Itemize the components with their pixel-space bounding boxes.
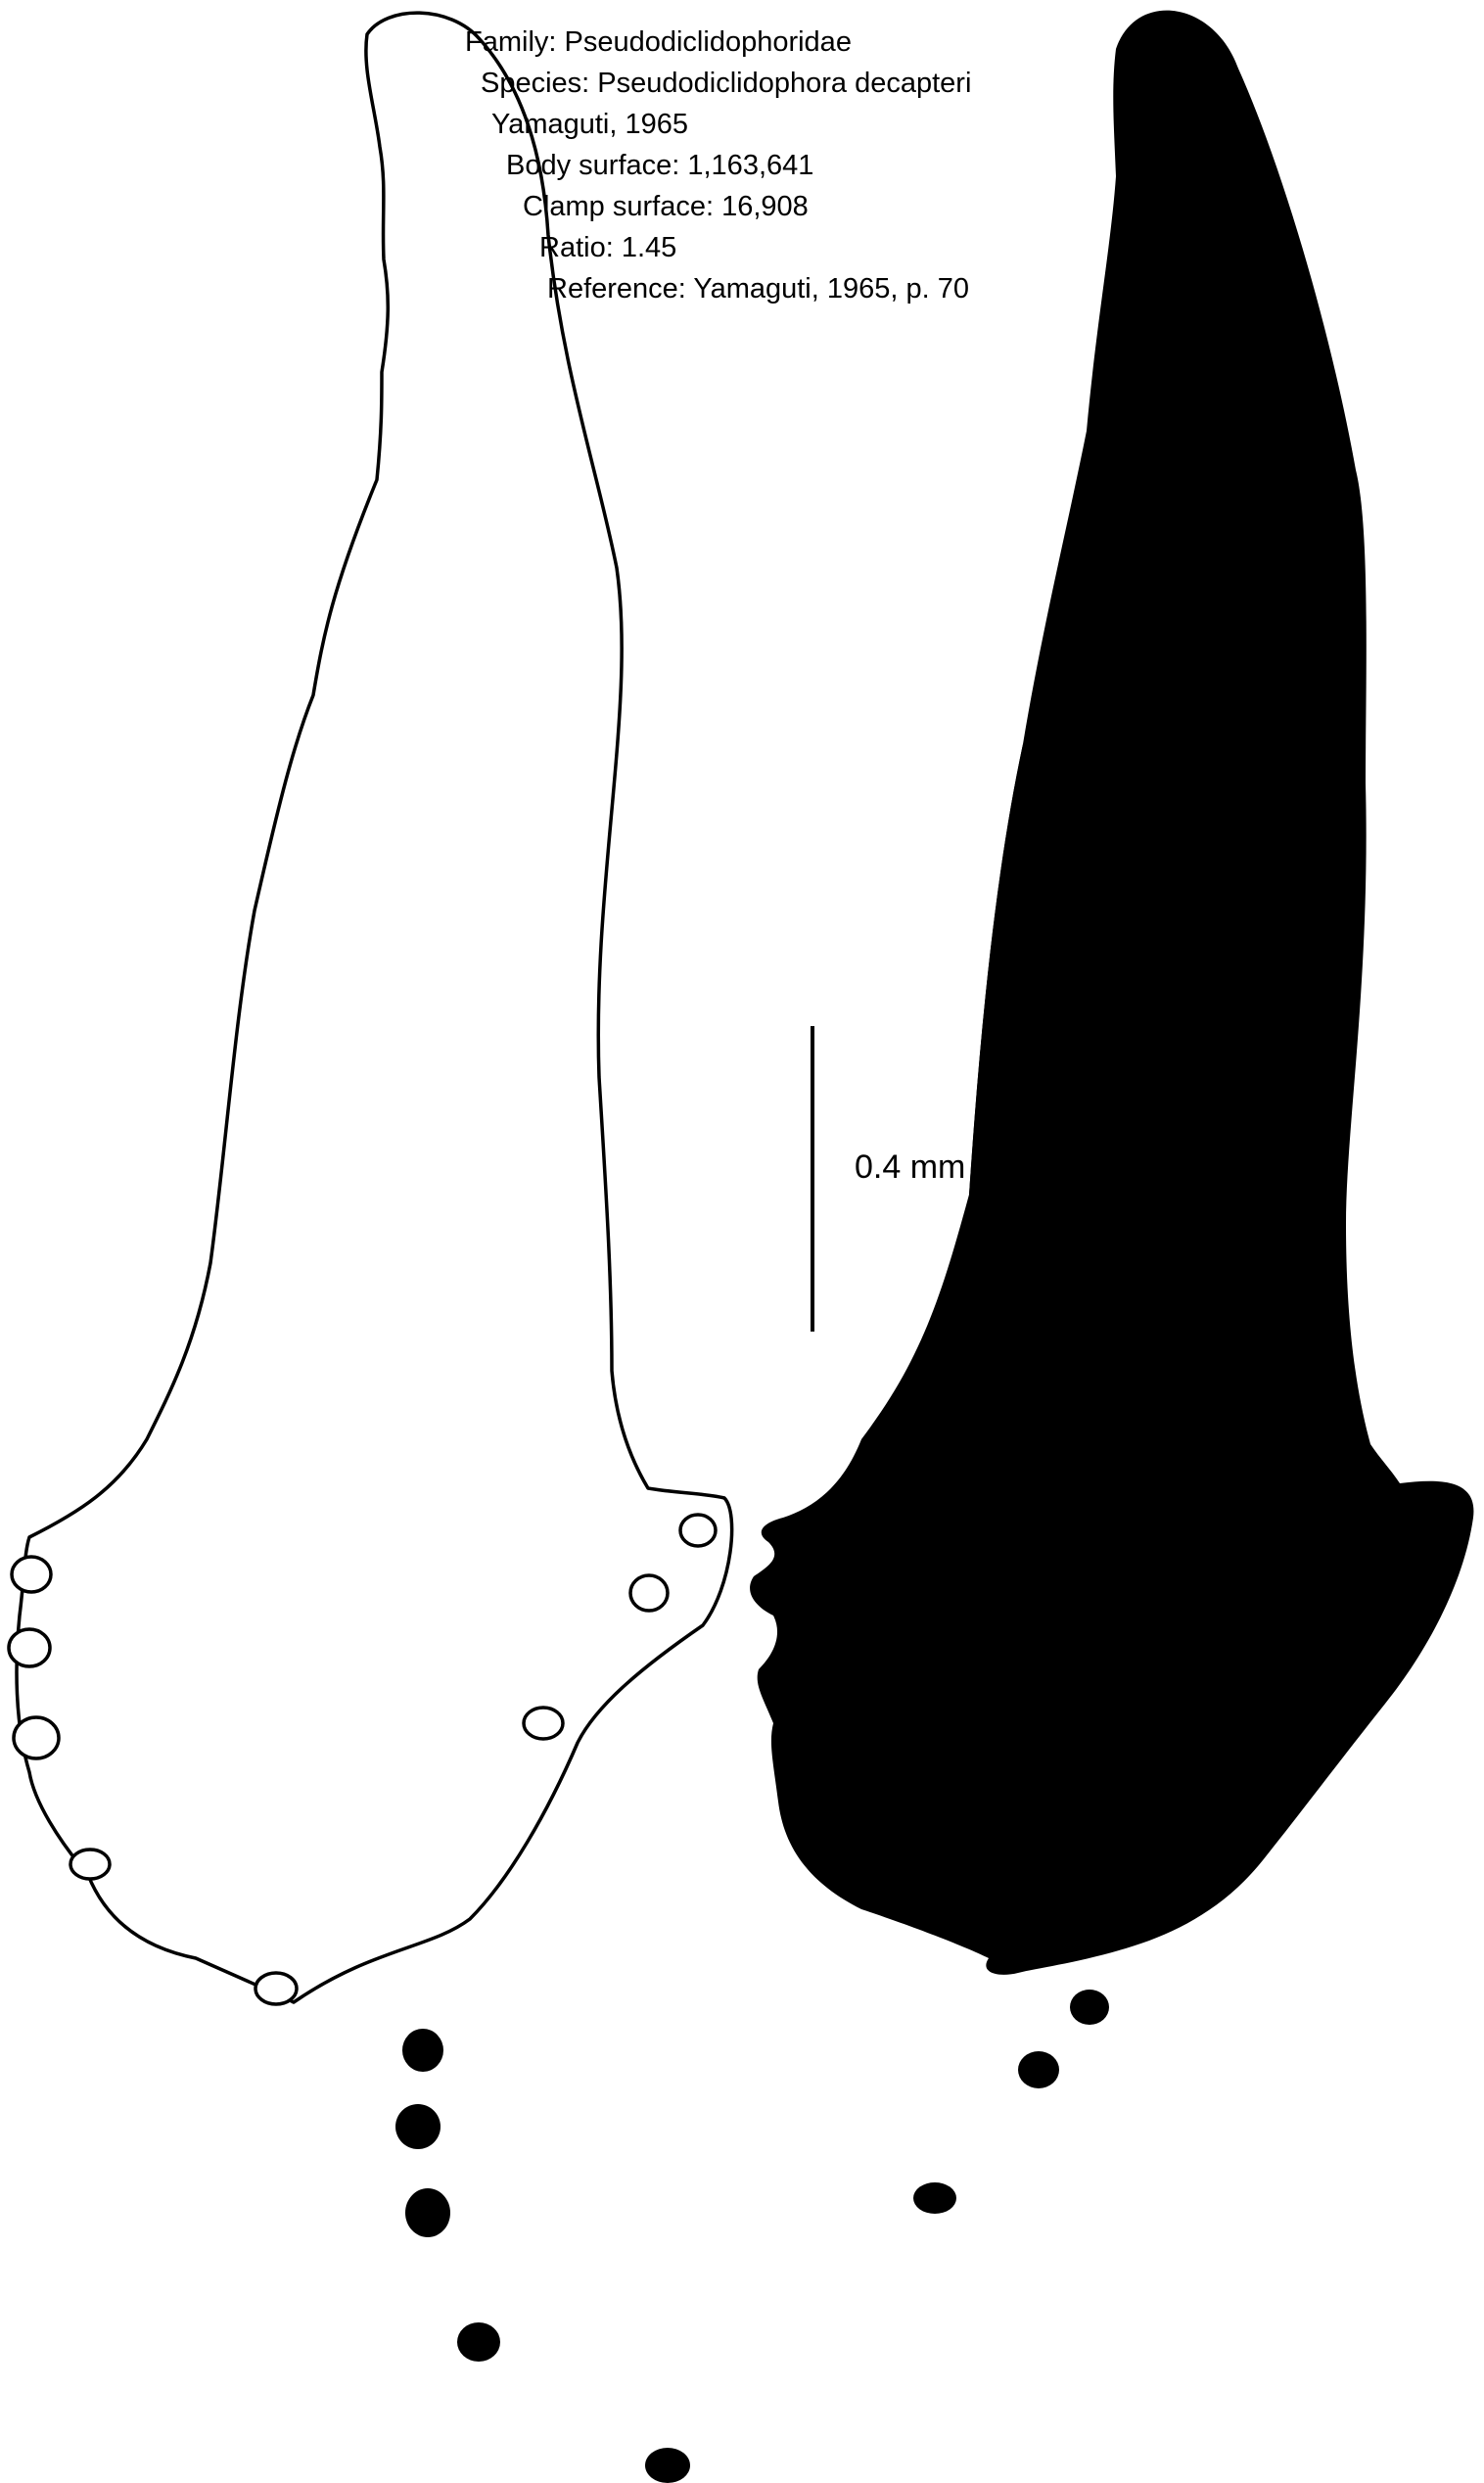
family-text: Family: Pseudodiclidophoridae <box>465 26 852 58</box>
clamp-silhouette <box>395 2104 441 2149</box>
clamp-outline <box>255 1973 297 2004</box>
clamp-silhouette <box>1018 2051 1059 2088</box>
body-surface-text: Body surface: 1,163,641 <box>506 150 813 181</box>
authority-text: Yamaguti, 1965 <box>491 109 688 140</box>
clamp-outline <box>524 1708 563 1739</box>
clamp-silhouette <box>402 2029 443 2072</box>
clamp-silhouette <box>913 2182 956 2214</box>
scale-bar-label: 0.4 mm <box>855 1148 965 1186</box>
clamp-outline <box>14 1717 59 1758</box>
clamp-outline <box>12 1557 51 1592</box>
specimen-info: Family: Pseudodiclidophoridae Species: P… <box>465 26 971 305</box>
clamp-silhouette <box>405 2188 450 2237</box>
body-silhouette <box>750 11 1473 1975</box>
body-outline-drawing <box>9 13 732 2004</box>
clamp-outline <box>680 1515 716 1546</box>
body-outline <box>17 13 732 2002</box>
clamp-outline <box>9 1629 50 1666</box>
clamp-silhouettes <box>395 1990 1109 2483</box>
clamp-silhouette <box>645 2448 690 2483</box>
clamp-silhouette <box>1070 1990 1109 2025</box>
clamp-outline <box>630 1575 668 1611</box>
species-text: Species: Pseudodiclidophora decapteri <box>481 68 971 99</box>
clamp-surface-text: Clamp surface: 16,908 <box>523 191 809 222</box>
clamp-silhouette <box>457 2322 500 2362</box>
clamp-outline <box>70 1850 110 1879</box>
ratio-text: Ratio: 1.45 <box>539 232 676 263</box>
reference-text: Reference: Yamaguti, 1965, p. 70 <box>547 273 969 305</box>
